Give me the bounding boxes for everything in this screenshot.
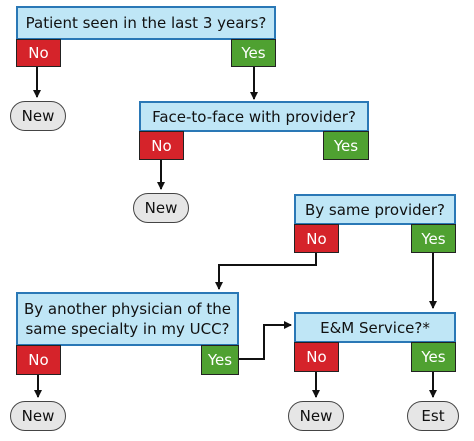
q5-yes-button: Yes [411, 342, 456, 372]
question-text-line2: same specialty in my UCC? [25, 320, 230, 338]
question-text-line1: By another physician of the [24, 300, 231, 318]
question-face-to-face: Face-to-face with provider? [139, 101, 369, 132]
question-text: By same provider? [304, 200, 445, 219]
result-new-3: New [10, 401, 66, 431]
question-text: Face-to-face with provider? [152, 107, 356, 126]
arrow-q4-yes-to-q5 [239, 321, 292, 360]
question-seen-last-3-years: Patient seen in the last 3 years? [16, 6, 276, 40]
result-new-2: New [133, 193, 189, 223]
question-same-provider: By same provider? [294, 194, 456, 225]
result-est: Est [407, 401, 459, 431]
question-text: E&M Service?* [320, 318, 430, 337]
q3-yes-button: Yes [411, 224, 456, 253]
q1-no-button: No [16, 39, 61, 67]
q2-yes-button: Yes [323, 131, 369, 160]
q1-yes-button: Yes [231, 39, 276, 67]
q5-no-button: No [294, 342, 339, 372]
result-new-4: New [288, 401, 344, 431]
question-another-physician: By another physician of the same special… [16, 292, 239, 346]
question-text: Patient seen in the last 3 years? [25, 14, 267, 32]
result-new-1: New [10, 101, 66, 131]
question-em-service: E&M Service?* [294, 312, 456, 343]
q4-no-button: No [16, 345, 61, 375]
q4-yes-button: Yes [201, 345, 239, 375]
q3-no-button: No [294, 224, 339, 253]
q2-no-button: No [139, 131, 184, 160]
arrow-q3-no-to-q4 [215, 252, 317, 290]
